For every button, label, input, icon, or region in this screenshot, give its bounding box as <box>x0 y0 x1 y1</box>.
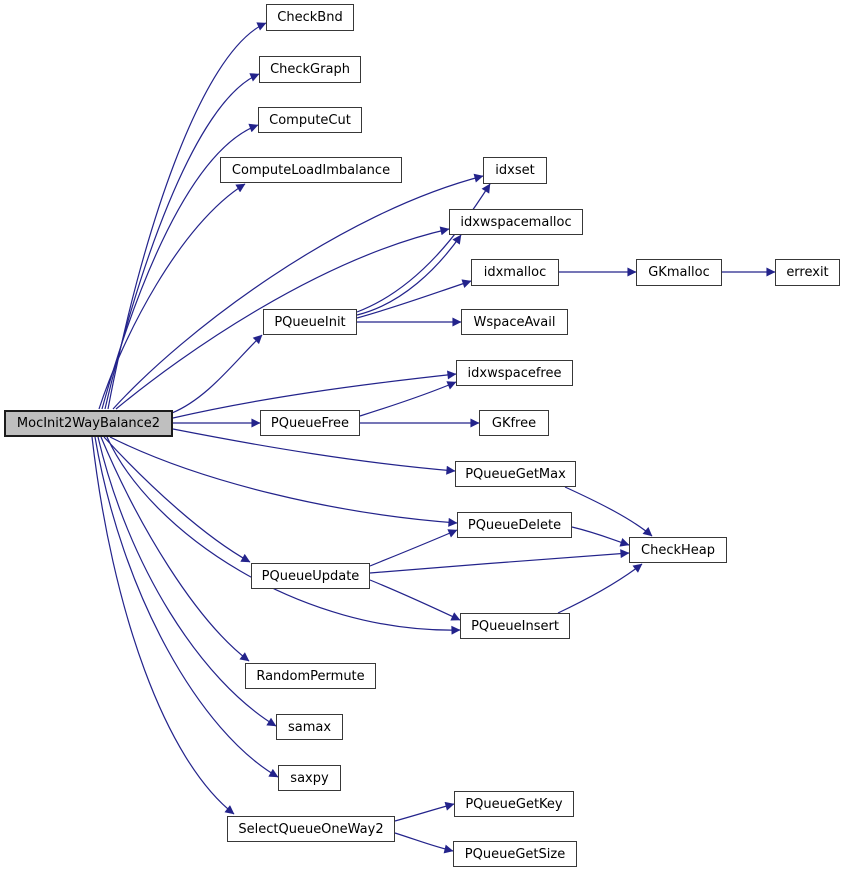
edge-MocInit2WayBalance2-to-CheckBnd <box>107 22 267 410</box>
graph-node-CheckBnd[interactable]: CheckBnd <box>266 4 354 31</box>
graph-node-PQueueGetMax[interactable]: PQueueGetMax <box>455 461 576 487</box>
edge-SelectQueueOneWay2-to-PQueueGetSize <box>394 832 454 854</box>
edge-PQueueGetMax-to-CheckHeap <box>564 486 653 537</box>
edge-MocInit2WayBalance2-to-saxpy <box>94 436 279 778</box>
graph-node-errexit[interactable]: errexit <box>775 259 840 286</box>
graph-node-PQueueFree[interactable]: PQueueFree <box>260 410 360 436</box>
edge-MocInit2WayBalance2-to-PQueueDelete <box>109 436 458 527</box>
graph-node-RandomPermute[interactable]: RandomPermute <box>245 663 376 689</box>
edge-MocInit2WayBalance2-to-SelectQueueOneWay2 <box>91 436 235 815</box>
edge-MocInit2WayBalance2-to-idxwspacemalloc <box>115 226 450 410</box>
edge-MocInit2WayBalance2-to-samax <box>97 436 277 727</box>
graph-node-GKmalloc[interactable]: GKmalloc <box>636 259 722 286</box>
graph-node-CheckGraph[interactable]: CheckGraph <box>259 56 361 83</box>
edge-PQueueInit-to-idxmalloc <box>356 279 472 319</box>
graph-node-WspaceAvail[interactable]: WspaceAvail <box>461 309 568 335</box>
edge-MocInit2WayBalance2-to-PQueueGetMax <box>172 428 456 475</box>
edge-PQueueInit-to-idxwspacemalloc <box>356 234 462 316</box>
edge-MocInit2WayBalance2-to-PQueueInit <box>171 334 263 414</box>
graph-node-idxmalloc[interactable]: idxmalloc <box>471 259 559 286</box>
edge-SelectQueueOneWay2-to-PQueueGetKey <box>394 801 455 822</box>
graph-node-PQueueInsert[interactable]: PQueueInsert <box>460 613 570 639</box>
graph-node-idxwspacefree[interactable]: idxwspacefree <box>456 360 573 386</box>
edge-MocInit2WayBalance2-to-ComputeLoadImbalance <box>98 183 246 410</box>
graph-node-idxset[interactable]: idxset <box>483 157 547 184</box>
graph-node-PQueueDelete[interactable]: PQueueDelete <box>457 512 572 538</box>
edge-PQueueInit-to-idxset <box>356 183 491 313</box>
graph-node-samax[interactable]: samax <box>276 714 343 740</box>
edge-PQueueInsert-to-CheckHeap <box>557 563 643 614</box>
edge-MocInit2WayBalance2-to-idxset <box>112 173 484 410</box>
graph-node-idxwspacemalloc[interactable]: idxwspacemalloc <box>449 209 583 235</box>
edge-MocInit2WayBalance2-to-PQueueUpdate <box>103 436 251 563</box>
edge-MocInit2WayBalance2-to-RandomPermute <box>100 436 250 662</box>
edge-PQueueUpdate-to-PQueueInsert <box>369 579 461 621</box>
edge-PQueueUpdate-to-PQueueDelete <box>369 529 458 567</box>
graph-node-PQueueGetSize[interactable]: PQueueGetSize <box>453 841 577 867</box>
edge-PQueueUpdate-to-CheckHeap <box>369 549 630 574</box>
graph-node-PQueueInit[interactable]: PQueueInit <box>263 309 357 335</box>
graph-node-ComputeCut[interactable]: ComputeCut <box>258 107 362 133</box>
graph-node-saxpy[interactable]: saxpy <box>278 765 341 791</box>
graph-node-MocInit2WayBalance2: MocInit2WayBalance2 <box>4 410 173 437</box>
graph-node-PQueueUpdate[interactable]: PQueueUpdate <box>251 563 370 589</box>
edge-MocInit2WayBalance2-to-idxwspacefree <box>172 370 457 419</box>
graph-node-GKfree[interactable]: GKfree <box>479 410 549 436</box>
graph-node-ComputeLoadImbalance[interactable]: ComputeLoadImbalance <box>220 157 402 183</box>
edge-MocInit2WayBalance2-to-PQueueInsert <box>106 436 461 635</box>
edge-PQueueFree-to-idxwspacefree <box>359 381 457 417</box>
edge-PQueueDelete-to-CheckHeap <box>571 526 630 547</box>
graph-node-CheckHeap[interactable]: CheckHeap <box>629 537 727 563</box>
graph-node-SelectQueueOneWay2[interactable]: SelectQueueOneWay2 <box>227 816 395 842</box>
graph-node-PQueueGetKey[interactable]: PQueueGetKey <box>454 791 574 817</box>
